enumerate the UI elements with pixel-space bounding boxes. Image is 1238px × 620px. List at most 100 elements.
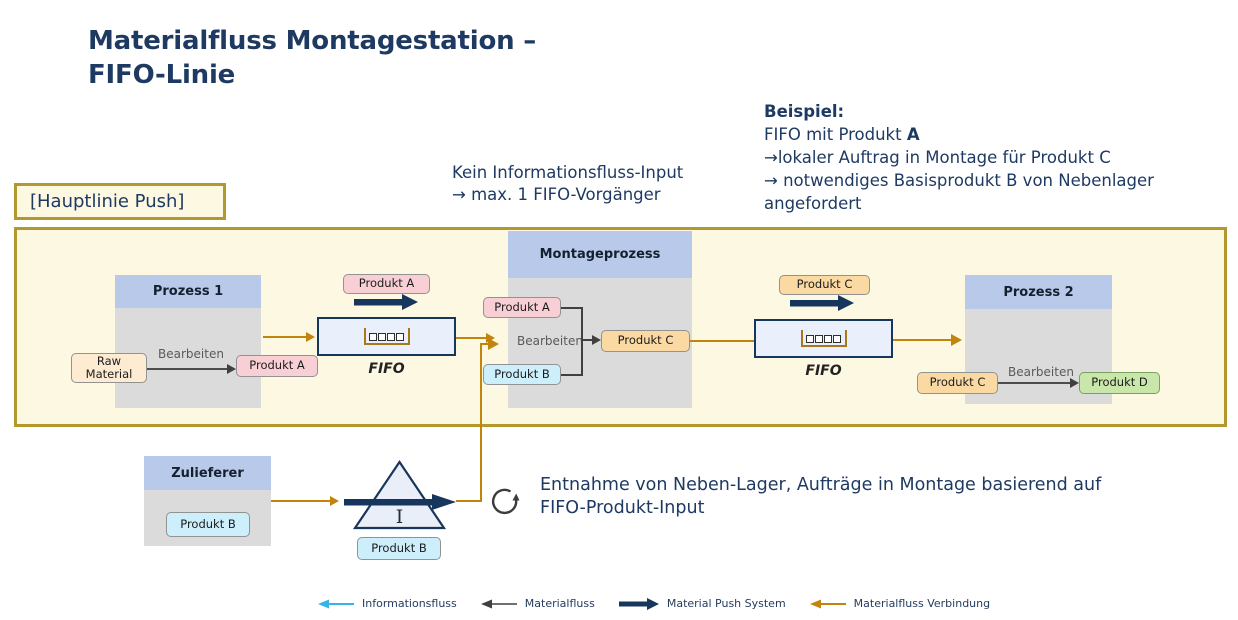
legend-item-materialfluss: Materialfluss	[480, 597, 595, 610]
entnahme-line1: Entnahme von Neben-Lager, Aufträge in Mo…	[540, 475, 1102, 495]
connection-zulieferer-lager-arrowhead	[330, 496, 339, 506]
entnahme-line2: FIFO-Produkt-Input	[540, 498, 705, 518]
raw-material-box: Raw Material	[71, 353, 147, 383]
prozess2-produkt-c-label: Produkt C	[929, 375, 986, 390]
fifo-slot-icon	[815, 335, 823, 343]
page-title-line2: FIFO-Linie	[88, 60, 236, 90]
prozess2-title: Prozess 2	[1003, 284, 1074, 300]
legend-label-materialfluss-verbindung: Materialfluss Verbindung	[853, 597, 991, 610]
beispiel-line1-bold: A	[906, 125, 920, 144]
montage-produkt-c-box: Produkt C	[601, 330, 690, 352]
page-title: Materialfluss Montagestation – FIFO-Lini…	[88, 24, 536, 92]
prozess2-produkt-d-label: Produkt D	[1091, 375, 1148, 390]
connection-fifo2-prozess2	[893, 339, 952, 341]
montage-produkt-c-label: Produkt C	[617, 333, 674, 348]
zulieferer-title: Zulieferer	[171, 465, 244, 481]
kein-info-line2: → max. 1 FIFO-Vorgänger	[452, 185, 661, 204]
montageprozess-title: Montageprozess	[539, 247, 661, 262]
prozess1-title: Prozess 1	[152, 284, 224, 299]
fifo-slot-icon	[396, 333, 404, 341]
material-push-arrow-icon	[618, 597, 659, 610]
beispiel-line1: FIFO mit Produkt A	[764, 123, 1154, 146]
materialfluss-verbindung-arrow-icon	[809, 599, 846, 608]
page-title-line1: Materialfluss Montagestation –	[88, 26, 537, 56]
loop-arrow-icon	[491, 488, 520, 515]
fifo1-flow-product-box: Produkt A	[343, 274, 430, 294]
legend-label-informationsfluss: Informationsfluss	[362, 597, 457, 610]
connection-lager-montage-bottom	[456, 500, 482, 502]
prozess1-material-arrowhead	[227, 364, 236, 374]
connection-fifo2-prozess2-arrowhead	[951, 334, 962, 346]
legend-label-materialfluss: Materialfluss	[524, 597, 595, 610]
fifo-slot-icon	[387, 333, 395, 341]
fifo-slot-icon	[369, 333, 377, 341]
hauptlinie-push-text: [Hauptlinie Push]	[30, 191, 185, 212]
fifo-slot-icon	[378, 333, 386, 341]
fifo-lane-icon	[800, 330, 847, 347]
beispiel-heading: Beispiel:	[764, 102, 845, 121]
prozess1-bearbeiten-label: Bearbeiten	[158, 347, 224, 361]
raw-material-label: Raw Material	[85, 353, 133, 381]
montageprozess-header: Montageprozess	[508, 231, 692, 278]
fifo1-flow-product-label: Produkt A	[358, 276, 415, 291]
prozess1-header: Prozess 1	[115, 275, 261, 308]
beispiel-note: Beispiel: FIFO mit Produkt A →lokaler Au…	[764, 100, 1154, 215]
connection-fifo1-montage	[456, 337, 487, 339]
beispiel-line2: →lokaler Auftrag in Montage für Produkt …	[764, 148, 1111, 167]
fifo2-label: FIFO	[805, 363, 842, 379]
push-arrow-icon	[790, 295, 854, 311]
connection-lager-montage-top	[482, 343, 489, 345]
lager-produkt-b-label: Produkt B	[371, 540, 427, 555]
entnahme-note: Entnahme von Neben-Lager, Aufträge in Mo…	[540, 474, 1101, 520]
prozess1-produkt-a-box: Produkt A	[236, 355, 318, 377]
legend-item-materialfluss-verbindung: Materialfluss Verbindung	[809, 597, 991, 610]
beispiel-line3: → notwendiges Basisprodukt B von Nebenla…	[764, 171, 1154, 190]
montage-produkt-b-label: Produkt B	[494, 366, 550, 381]
prozess2-bearbeiten-label: Bearbeiten	[1008, 365, 1074, 379]
connection-prozess1-fifo1	[263, 336, 307, 338]
kein-info-line1: Kein Informationsfluss-Input	[452, 163, 684, 182]
connection-prozess1-fifo1-arrowhead	[306, 332, 315, 342]
fifo-slot-icon	[833, 335, 841, 343]
montage-merge-connector	[561, 307, 601, 376]
prozess2-header: Prozess 2	[965, 275, 1112, 309]
zulieferer-header: Zulieferer	[144, 456, 271, 490]
hauptlinie-push-label: [Hauptlinie Push]	[14, 183, 226, 220]
connection-lager-montage-arrowhead	[488, 338, 499, 350]
inventory-triangle-icon: I	[352, 460, 447, 530]
legend-item-material-push-system: Material Push System	[618, 597, 786, 610]
zulieferer-produkt-b-label: Produkt B	[180, 516, 236, 531]
fifo1-box	[317, 317, 456, 356]
prozess2-produkt-c-box: Produkt C	[917, 372, 998, 394]
montage-produkt-a-box: Produkt A	[483, 297, 561, 318]
connection-montage-fifo2	[690, 340, 754, 342]
lager-produkt-b-box: Produkt B	[357, 537, 441, 560]
legend: Informationsfluss Materialfluss Material…	[318, 597, 990, 610]
kein-informationsfluss-note: Kein Informationsfluss-Input → max. 1 FI…	[452, 162, 683, 206]
fifo-slot-icon	[824, 335, 832, 343]
prozess2-material-arrowhead	[1070, 378, 1079, 388]
legend-item-informationsfluss: Informationsfluss	[318, 597, 457, 610]
montage-produkt-b-box: Produkt B	[483, 364, 561, 385]
prozess2-material-line	[998, 382, 1070, 384]
push-arrow-icon	[354, 294, 418, 310]
fifo2-box	[754, 319, 893, 358]
fifo-slot-icon	[806, 335, 814, 343]
beispiel-line4: angefordert	[764, 194, 862, 213]
fifo2-flow-product-box: Produkt C	[779, 275, 870, 295]
connection-lager-montage-vertical	[480, 343, 482, 502]
inventory-symbol: I	[396, 506, 404, 528]
prozess1-produkt-a-label: Produkt A	[249, 358, 305, 373]
beispiel-line1-pre: FIFO mit Produkt	[764, 125, 907, 144]
prozess1-material-line	[147, 368, 228, 370]
prozess2-produkt-d-box: Produkt D	[1079, 372, 1160, 394]
informationsfluss-arrow-icon	[318, 599, 354, 608]
push-arrow-icon	[344, 494, 456, 510]
connection-zulieferer-lager	[271, 500, 331, 502]
legend-label-material-push-system: Material Push System	[666, 597, 786, 610]
fifo2-flow-product-label: Produkt C	[796, 277, 853, 292]
materialfluss-arrow-icon	[480, 599, 517, 608]
fifo1-label: FIFO	[368, 361, 405, 377]
fifo-lane-icon	[363, 328, 410, 345]
